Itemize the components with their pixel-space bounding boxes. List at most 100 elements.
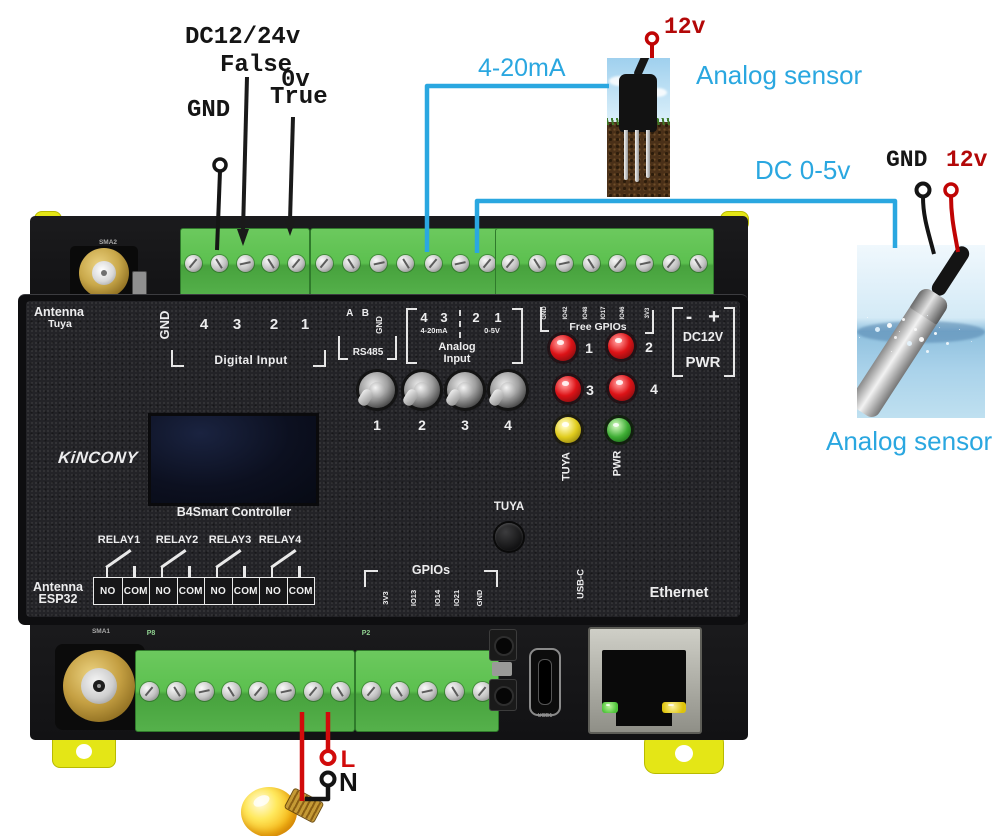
- free-pin-3: IO17: [601, 306, 607, 320]
- soil-moisture-sensor-photo: [607, 58, 670, 197]
- oled-display: [148, 413, 319, 506]
- usb-c-slot: [538, 659, 552, 705]
- light-bulb: [241, 787, 297, 836]
- gpio-pin-3v3: 3V3: [381, 591, 390, 605]
- free-gpios-label: Free GPIOs: [569, 321, 627, 333]
- bracket: [645, 310, 654, 334]
- current-loop-label: 4-20mA: [478, 54, 566, 82]
- toggle-switch-3[interactable]: [447, 372, 483, 408]
- sensor-prong: [624, 130, 628, 180]
- p8-label: P8: [146, 630, 156, 637]
- analog-sensor-label-right: Analog sensor: [826, 426, 993, 456]
- relay-symbol-tick: [215, 566, 218, 577]
- bracket: [338, 336, 348, 360]
- reset-button[interactable]: [489, 629, 517, 661]
- terminal-screw: [276, 681, 296, 701]
- relay3-label: RELAY3: [208, 534, 252, 546]
- sensor-prong: [635, 130, 639, 182]
- true-arrow-line: [288, 116, 295, 222]
- gpio-pin-io14: IO14: [433, 589, 442, 607]
- sma2-pin: [101, 270, 107, 276]
- sensor2-12v-label: 12v: [946, 147, 988, 173]
- switch-2-num: 2: [418, 417, 426, 433]
- device-top-section: SMA2: [30, 216, 748, 304]
- toggle-switch-1[interactable]: [359, 372, 395, 408]
- relay-contact-cell: COM: [176, 578, 205, 604]
- tuya-button-label: TUYA: [493, 501, 525, 513]
- tuya-led-label: TUYA: [560, 452, 573, 481]
- sensor2-gnd-loop: [914, 181, 932, 199]
- antenna-tuya-label: Antenna: [34, 305, 84, 319]
- power-pwr-label: PWR: [685, 354, 721, 371]
- relay-symbol-tick: [160, 566, 163, 577]
- terminal-screw: [262, 254, 280, 272]
- terminal-screw: [316, 254, 333, 272]
- sensor1-12v-label: 12v: [664, 14, 706, 40]
- terminal-screw: [210, 254, 228, 272]
- voltage-range-label: DC 0-5v: [755, 155, 851, 185]
- clip-hole: [675, 745, 693, 762]
- gpios-label: GPIOs: [411, 563, 451, 577]
- terminal-screw: [424, 254, 442, 272]
- antenna-esp32-sub: ESP32: [38, 592, 78, 606]
- terminal-screw: [303, 681, 323, 701]
- terminal-screw: [478, 254, 496, 272]
- digital-1: 1: [300, 316, 310, 333]
- ethernet-led-yellow: [662, 702, 686, 713]
- ethernet-port[interactable]: [588, 627, 702, 734]
- rj45-opening: [602, 650, 686, 710]
- terminal-block-rs485-analog: [310, 228, 502, 298]
- neutral-label: N: [339, 767, 358, 797]
- sma2-connector: [70, 246, 138, 300]
- terminal-screw: [582, 254, 600, 272]
- analog-input-label2: Input: [443, 353, 471, 365]
- live-loop: [319, 749, 337, 766]
- sensor-cable: [928, 245, 973, 299]
- terminal-screw: [689, 254, 707, 272]
- gpio-pin-gnd: GND: [475, 589, 484, 607]
- cloud: [647, 88, 667, 97]
- terminal-screw: [397, 254, 415, 272]
- power-minus: -: [685, 307, 693, 328]
- antenna-esp32-label: Antenna: [33, 580, 83, 594]
- gpio-led-4: [609, 375, 635, 401]
- analog-2: 2: [472, 310, 480, 325]
- bracket: [672, 307, 683, 377]
- device-bottom-section: SMA1 P8 P2 USB1: [30, 614, 748, 740]
- gpio-pin-io21: IO21: [452, 589, 461, 607]
- sensor1-12v-loop: [644, 31, 660, 46]
- rj45-tab: [616, 710, 672, 726]
- terminal-screw: [417, 681, 437, 701]
- gpio-led-2: [608, 333, 634, 359]
- terminal-screw: [473, 681, 492, 701]
- switch-3-num: 3: [461, 417, 469, 433]
- download-button[interactable]: [489, 679, 517, 711]
- toggle-switch-2[interactable]: [404, 372, 440, 408]
- terminal-block-gpios-bottom: [355, 650, 499, 732]
- rs485-ab-label: A B: [346, 308, 372, 319]
- bracket: [364, 570, 378, 587]
- terminal-screw: [221, 681, 241, 701]
- clip-hole: [76, 744, 92, 759]
- usb-c-port[interactable]: [529, 648, 561, 716]
- terminal-screw: [288, 254, 305, 272]
- relay-contact-table: NO COM NO COM NO COM NO COM: [93, 577, 315, 605]
- usb1-label: USB1: [537, 713, 553, 719]
- relay-contact-cell: NO: [259, 578, 287, 604]
- bracket: [406, 308, 417, 364]
- digital-3: 3: [232, 316, 242, 333]
- terminal-screw: [362, 681, 381, 701]
- rs485-gnd-label: GND: [375, 316, 384, 334]
- toggle-switch-4[interactable]: [490, 372, 526, 408]
- free-pin-gnd: GND: [542, 306, 548, 320]
- tuya-button[interactable]: [495, 523, 523, 551]
- usbc-label: USB-C: [575, 568, 587, 600]
- neutral-loop: [319, 770, 337, 788]
- relay-contact-cell: COM: [286, 578, 315, 604]
- ethernet-led-green: [602, 702, 618, 713]
- p2-label: P2: [361, 630, 371, 637]
- dc-supply-label: DC12/24v: [185, 24, 301, 51]
- sma1-pin: [97, 684, 101, 688]
- sma1-connector: [55, 644, 145, 730]
- tuya-led: [555, 417, 581, 443]
